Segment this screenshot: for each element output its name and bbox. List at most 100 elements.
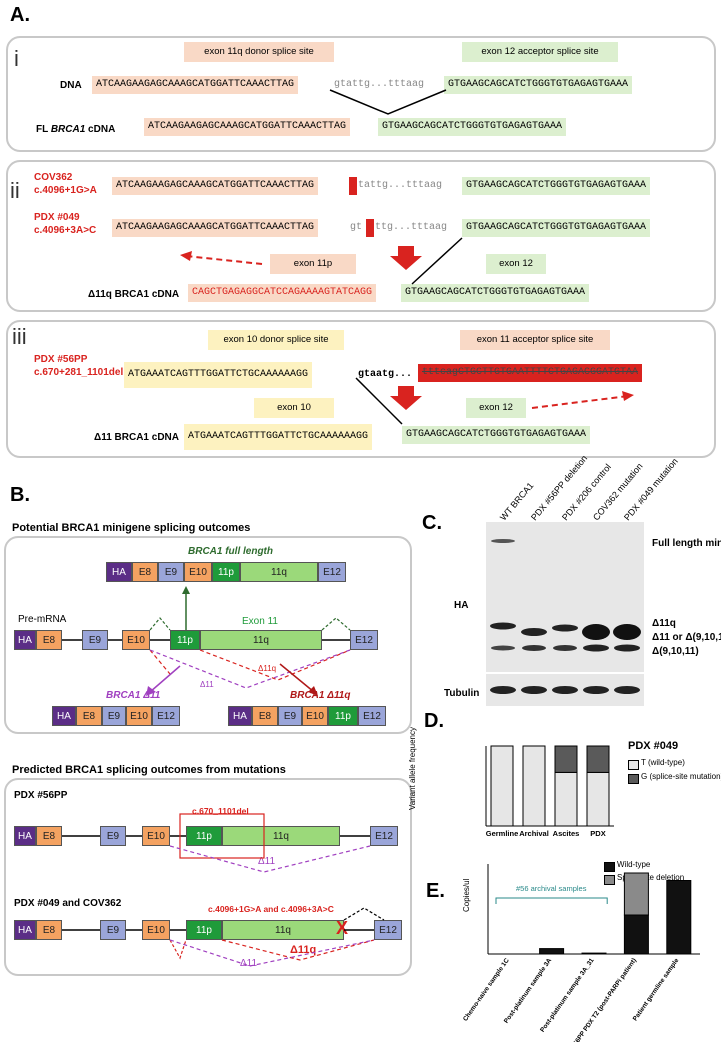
ii-seq1-exon12: GTGAAGCAGCATCTGGGTGTGAGAGTGAAA xyxy=(462,177,651,195)
pre-e11q: 11q xyxy=(200,630,322,650)
d-bar-2-1 xyxy=(554,745,578,773)
band-d91011-label: Δ(9,10,11) xyxy=(652,646,699,657)
cov362-name: COV362 xyxy=(34,172,73,183)
p49-e11p: 11p xyxy=(186,920,222,940)
p56-e10: E10 xyxy=(142,826,170,846)
pdx56-del-label: c.670_1101del xyxy=(192,806,249,816)
d11-ha: HA xyxy=(52,706,76,726)
pre-ha: HA xyxy=(14,630,36,650)
d-tick-3: PDX xyxy=(590,829,605,838)
ii-tag-12: exon 12 xyxy=(486,254,546,274)
fl-e9: E9 xyxy=(158,562,184,582)
d-bar-0-0 xyxy=(490,745,514,827)
panel-b-title1: Potential BRCA1 minigene splicing outcom… xyxy=(12,522,251,534)
pdx56-mut: c.670+281_1101del xyxy=(34,367,124,378)
d-bar-3-1 xyxy=(586,745,610,773)
pre-e9: E9 xyxy=(82,630,108,650)
donor-tag-11q: exon 11q donor splice site xyxy=(184,42,334,62)
d11-e8: E8 xyxy=(76,706,102,726)
dna-exon-seq: ATCAAGAAGAGCAAAGCATGGATTCAAACTTAG xyxy=(92,76,299,94)
band-full-label: Full length minigene xyxy=(652,538,721,549)
ii-seq2-mut: c xyxy=(366,219,375,237)
pre-e8: E8 xyxy=(36,630,62,650)
pdx049-mut: c.4096+3A>C xyxy=(34,225,97,236)
d-bar-1-0 xyxy=(522,745,546,827)
pdx049-mut-label: c.4096+1G>A and c.4096+3A>C xyxy=(208,904,334,914)
iii-seq-intron: gtaatg... xyxy=(358,369,413,380)
blot-divider xyxy=(486,672,644,674)
ii-seq2-exon12: GTGAAGCAGCATCTGGGTGTGAGAGTGAAA xyxy=(462,219,651,237)
cov362-mut: c.4096+1G>A xyxy=(34,185,97,196)
ii-seq2-exon: ATCAAGAAGAGCAAAGCATGGATTCAAACTTAG xyxy=(112,219,319,237)
band-d11q-label: Δ11q xyxy=(652,618,676,629)
d-tick-0: Germline xyxy=(486,829,519,838)
tubulin-label: Tubulin xyxy=(444,688,480,699)
iii-cdna-seq-a: ATGAAATCAGTTTGGATTCTGCAAAAAAGG xyxy=(184,424,373,450)
ii-cdna-seq-a: CAGCTGAGAGGCATCCAGAAAAGTATCAGG xyxy=(188,284,377,302)
d11q-e11p: 11p xyxy=(328,706,358,726)
fl-cdna-seq-a: ATCAAGAAGAGCAAAGCATGGATTCAAACTTAG xyxy=(144,118,351,136)
d11q-ha: HA xyxy=(228,706,252,726)
p49-d11-label: Δ11 xyxy=(240,958,258,969)
iii-donor-tag: exon 10 donor splice site xyxy=(208,330,344,350)
e-tick-0: Chemo-naive sample 1C xyxy=(462,957,511,1023)
d11-e9: E9 xyxy=(102,706,126,726)
p49-e11q: 11q xyxy=(222,920,344,940)
ha-label: HA xyxy=(454,600,469,611)
p56-e11q: 11q xyxy=(222,826,340,846)
panel-d-letter: D. xyxy=(424,710,444,732)
acceptor-tag-12: exon 12 acceptor splice site xyxy=(462,42,618,62)
ii-seq2-intron: ttg...tttaag xyxy=(375,222,448,233)
exon11-label: Exon 11 xyxy=(242,616,278,627)
band-d11-label: Δ11 or Δ(9,10,11q) xyxy=(652,632,721,643)
ii-seq1-exon: ATCAAGAAGAGCAAAGCATGGATTCAAACTTAG xyxy=(112,177,319,195)
pre-e12: E12 xyxy=(350,630,378,650)
pre-e11p: 11p xyxy=(170,630,200,650)
pdx56-b-label: PDX #56PP xyxy=(14,790,68,801)
ii-tag-11p: exon 11p xyxy=(270,254,356,274)
panel-b-title2: Predicted BRCA1 splicing outcomes from m… xyxy=(12,764,286,776)
fl-e11q: 11q xyxy=(240,562,318,582)
ii-cdna-label: Δ11q BRCA1 cDNA xyxy=(88,289,180,300)
d11q-e9: E9 xyxy=(278,706,302,726)
legend-del-swatch xyxy=(604,875,615,885)
out-d11-label: BRCA1 Δ11 xyxy=(106,690,161,701)
panel-a-letter: A. xyxy=(10,4,30,26)
p56-d11-label: Δ11 xyxy=(258,856,276,867)
b-delta11-small: Δ11 xyxy=(200,680,214,689)
p56-ha: HA xyxy=(14,826,36,846)
panel-a-box-ii xyxy=(6,160,716,312)
iii-tag-12: exon 12 xyxy=(466,398,526,418)
roman-i: i xyxy=(14,46,19,71)
legend-wt-label: Wild-type xyxy=(617,860,651,869)
d-tick-1: Archival xyxy=(519,829,549,838)
p56-e8: E8 xyxy=(36,826,62,846)
e-bar-3-0 xyxy=(623,914,649,955)
d11q-e10: E10 xyxy=(302,706,328,726)
full-length-label: BRCA1 full length xyxy=(188,546,273,557)
pdx049-b-label: PDX #049 and COV362 xyxy=(14,898,122,909)
panel-b-box-2 xyxy=(4,778,412,976)
ha-blot xyxy=(486,522,644,688)
legend-wt-swatch xyxy=(604,862,615,872)
ii-seq2-pre: gt xyxy=(350,222,363,233)
e-bar-2-0 xyxy=(581,952,607,955)
pdx049-name: PDX #049 xyxy=(34,212,80,223)
pdx56-name: PDX #56PP xyxy=(34,354,88,365)
iii-seq-del: tttcagCTGCTTGTGAATTTTCTGAGACGGATGTAA xyxy=(418,364,643,382)
d11-e12: E12 xyxy=(152,706,180,726)
fl-e12: E12 xyxy=(318,562,346,582)
dna-exon12-seq: GTGAAGCAGCATCTGGGTGTGAGAGTGAAA xyxy=(444,76,633,94)
p49-e8: E8 xyxy=(36,920,62,940)
panel-d-title: PDX #049 xyxy=(628,740,679,752)
p49-e12: E12 xyxy=(374,920,402,940)
ii-seq1-mut: a xyxy=(349,177,358,195)
roman-iii: iii xyxy=(12,324,27,349)
pre-mrna-label: Pre-mRNA xyxy=(18,614,67,625)
iii-seq-exon: ATGAAATCAGTTTGGATTCTGCAAAAAAGG xyxy=(124,362,313,388)
fl-ha: HA xyxy=(106,562,132,582)
